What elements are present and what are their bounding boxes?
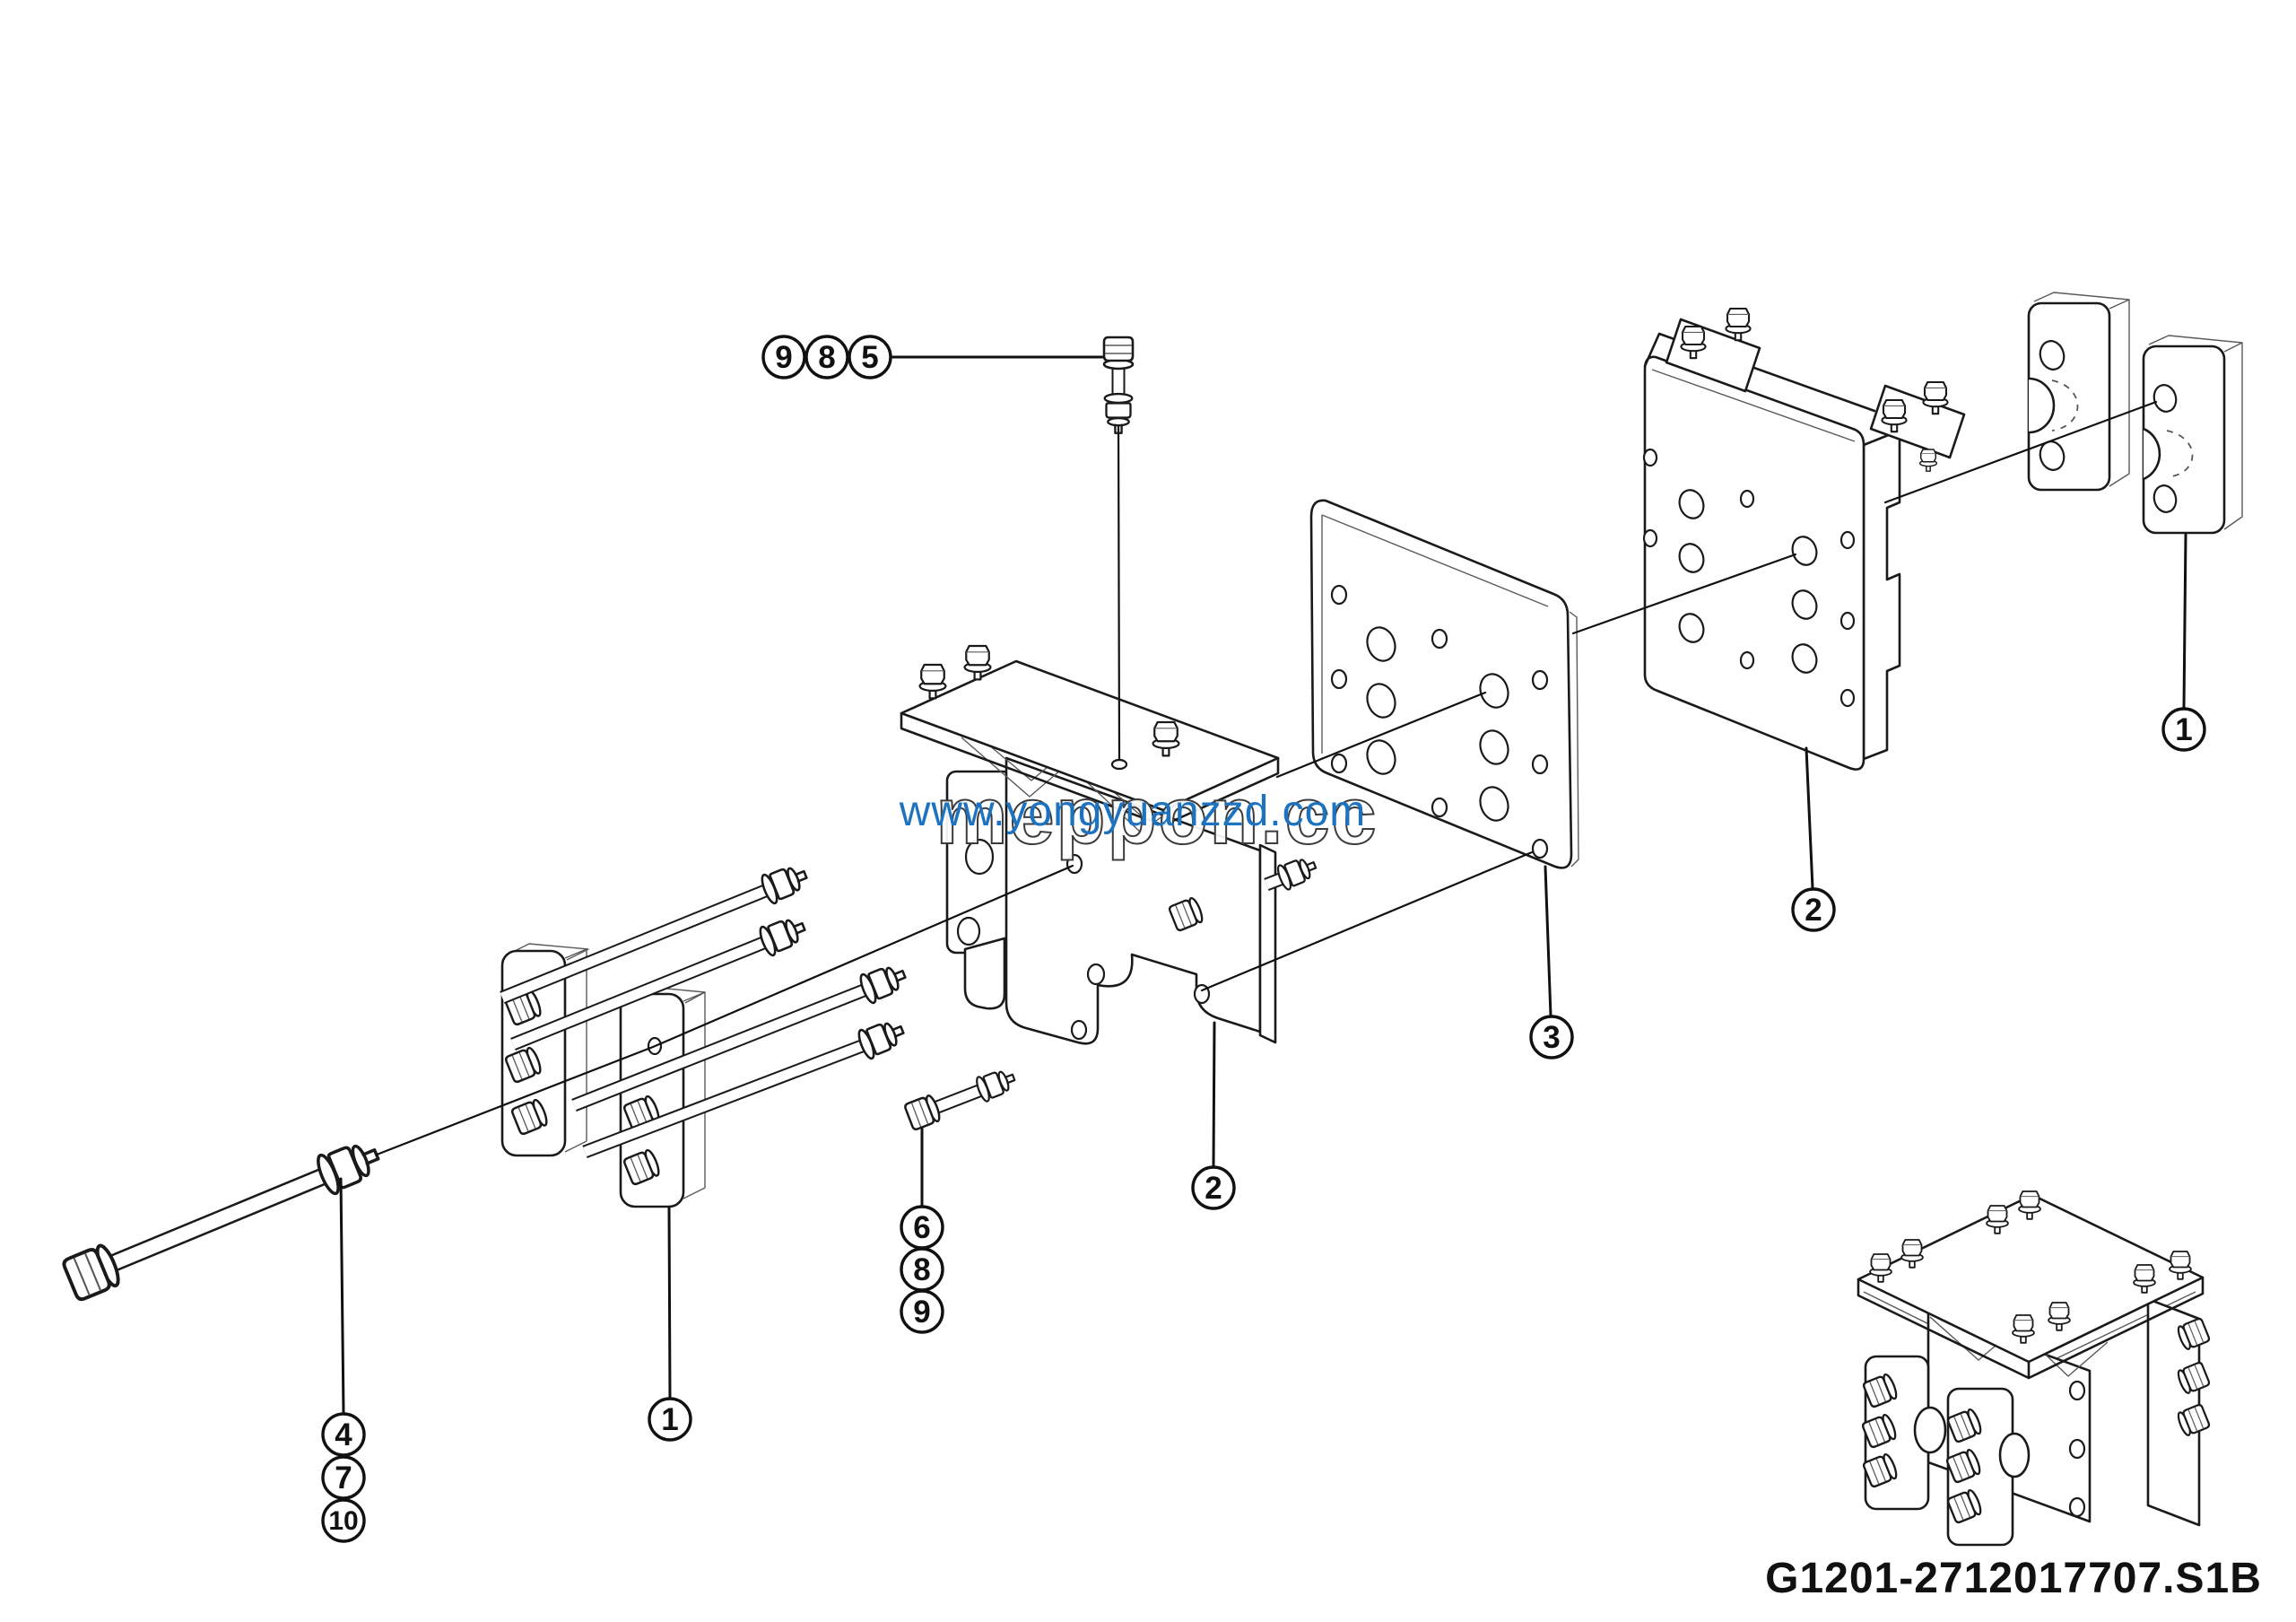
- callout-8-mid: 8: [900, 1247, 944, 1292]
- svg-text:1: 1: [2175, 712, 2192, 747]
- svg-text:9: 9: [913, 1295, 930, 1330]
- svg-text:4: 4: [335, 1417, 352, 1452]
- part-plate-middle: [1309, 499, 1579, 869]
- part-clamp-bars-left: [500, 943, 706, 1208]
- callout-8-top: 8: [804, 335, 849, 379]
- svg-text:2: 2: [1805, 893, 1822, 928]
- watermark-brand: meppon.cc: [935, 772, 1378, 861]
- svg-text:2: 2: [1205, 1171, 1222, 1206]
- callout-10: 10: [321, 1498, 366, 1543]
- svg-text:10: 10: [328, 1506, 358, 1536]
- callout-9-mid: 9: [900, 1289, 944, 1334]
- part-long-bolt: [60, 1133, 387, 1304]
- part-bracket-center: [900, 644, 1321, 1045]
- callout-4: 4: [321, 1412, 366, 1457]
- part-bracket-right: [1642, 307, 1966, 771]
- part-top-bolt: [890, 336, 1135, 761]
- watermark-url: www.yongyuanzzd.com: [899, 788, 1367, 835]
- callout-9-top: 9: [761, 335, 806, 379]
- bracket-right-holes: [1642, 448, 1856, 708]
- svg-text:8: 8: [818, 340, 835, 375]
- part-small-bolt: [902, 1064, 1020, 1132]
- svg-text:3: 3: [1543, 1020, 1560, 1055]
- svg-text:5: 5: [861, 340, 878, 375]
- alignment-lines: [375, 400, 2158, 1156]
- callout-leaders: [339, 533, 2187, 1415]
- part-assembled-view: [1857, 1190, 2212, 1547]
- callout-2-right: 2: [1791, 887, 1836, 932]
- part-tie-rods: [500, 859, 911, 1159]
- svg-text:7: 7: [335, 1461, 352, 1496]
- callout-7: 7: [321, 1455, 366, 1500]
- part-number-label: G1201-2712017707.S1B: [1765, 1555, 2262, 1602]
- svg-text:6: 6: [913, 1210, 930, 1245]
- plate-holes: [1330, 584, 1549, 859]
- callout-2-center: 2: [1191, 1165, 1236, 1210]
- svg-text:1: 1: [661, 1402, 678, 1437]
- svg-text:9: 9: [775, 340, 792, 375]
- part-clamp-blocks-right: [2027, 292, 2243, 535]
- callout-1-left: 1: [648, 1397, 692, 1442]
- svg-text:8: 8: [913, 1252, 930, 1287]
- callout-6: 6: [900, 1205, 944, 1250]
- callout-3: 3: [1529, 1015, 1574, 1060]
- callout-1-right: 1: [2161, 707, 2206, 752]
- callout-5-top: 5: [848, 335, 892, 379]
